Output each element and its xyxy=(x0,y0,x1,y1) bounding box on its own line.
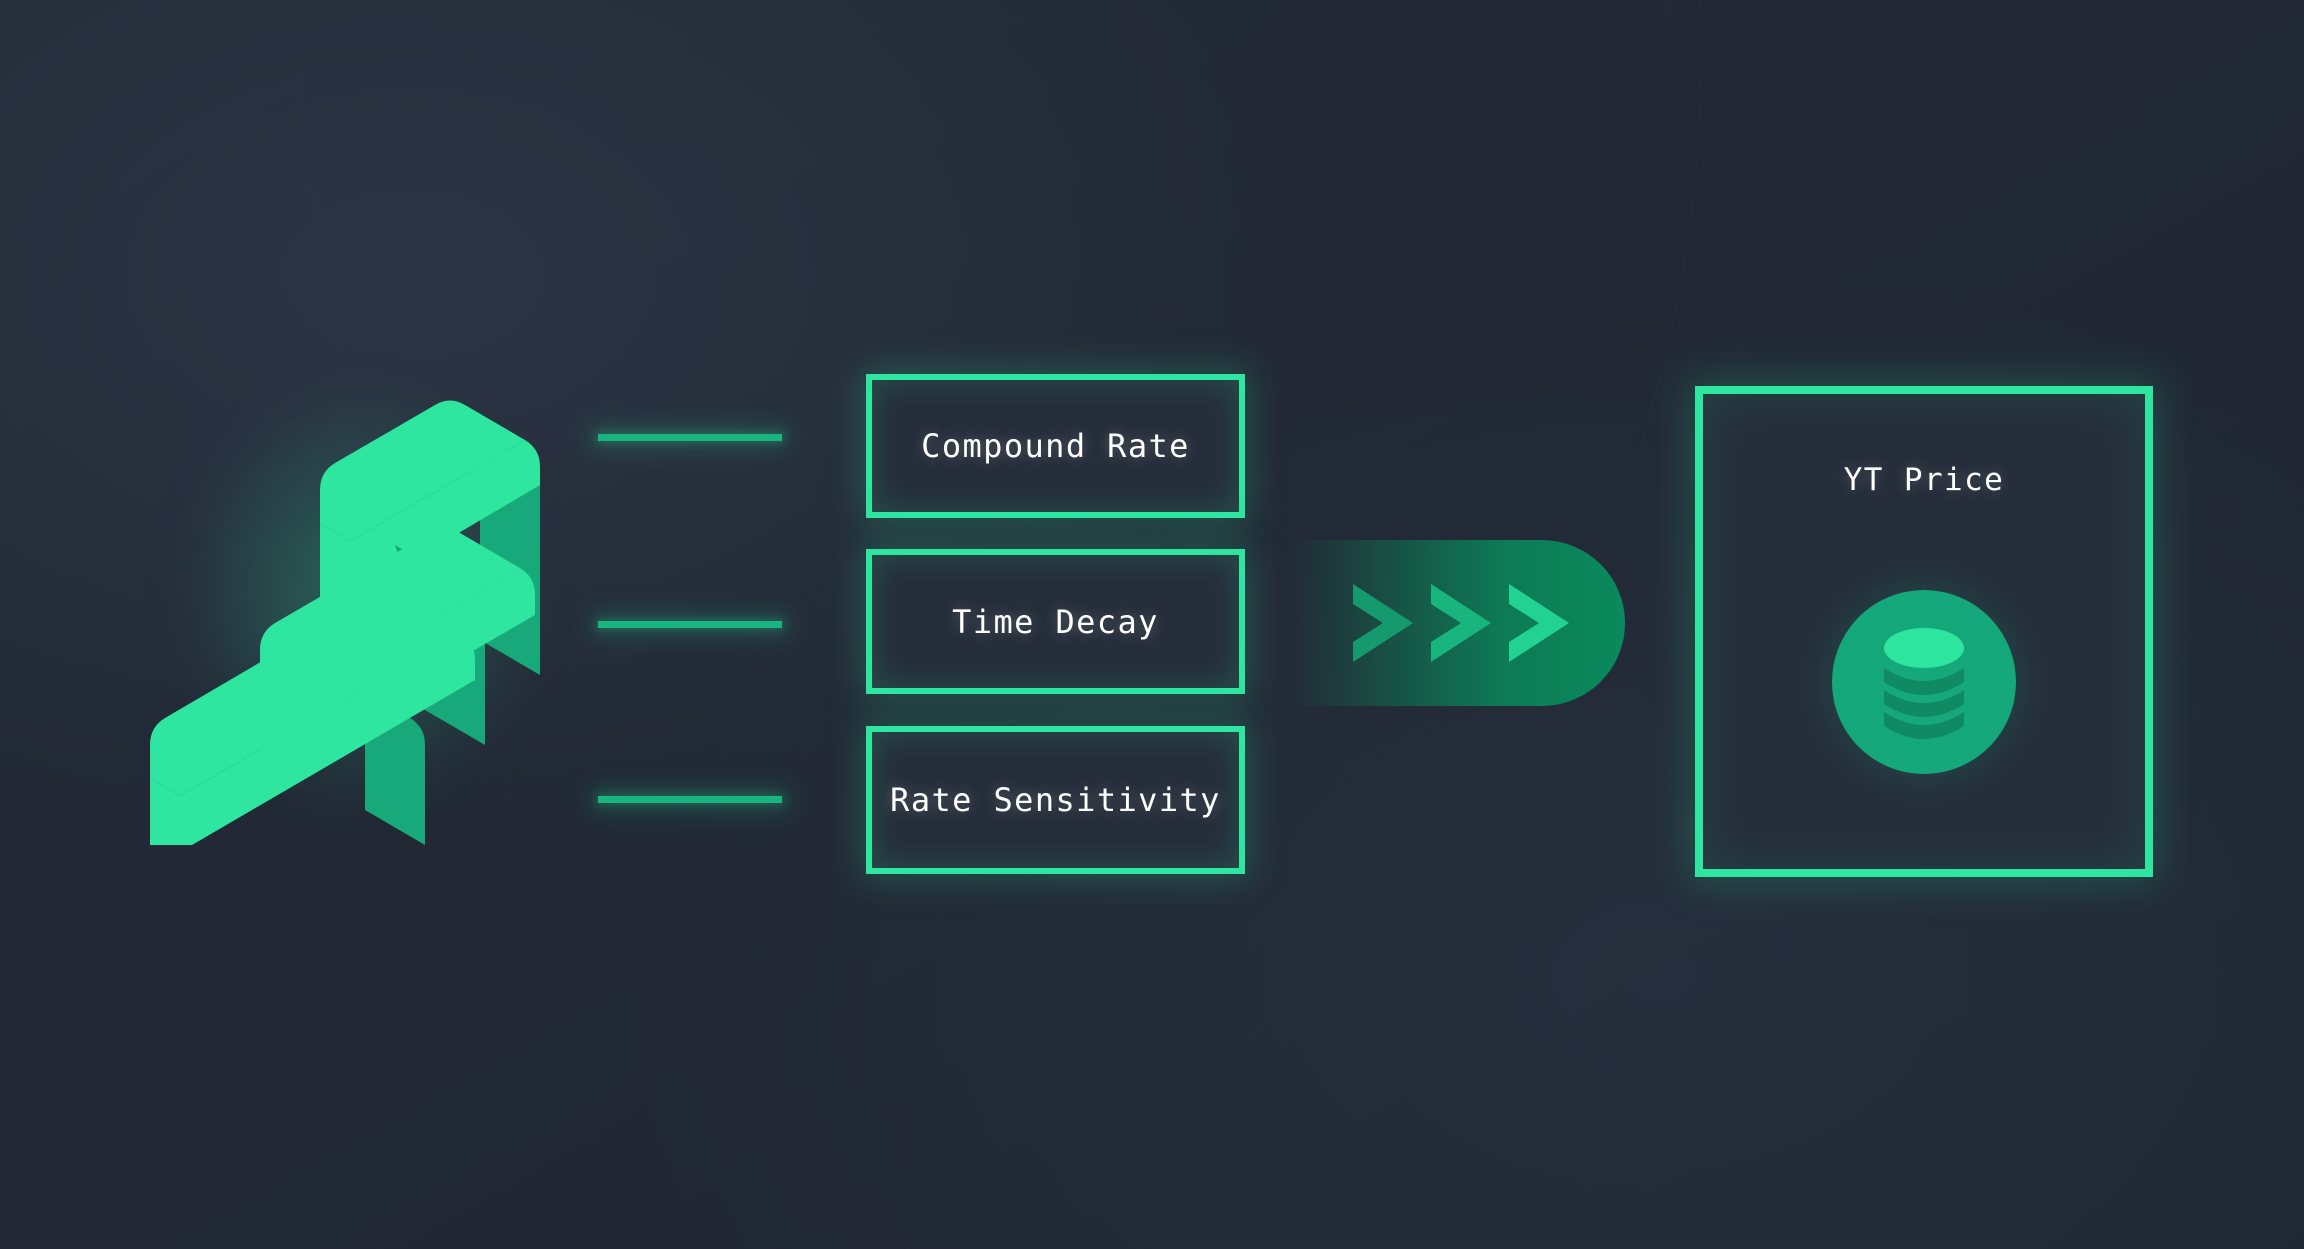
coin-stack-icon xyxy=(1806,564,2042,800)
yt-price-label: YT Price xyxy=(1843,462,2005,498)
factor-box-time-decay[interactable]: Time Decay xyxy=(866,549,1245,694)
factor-label: Time Decay xyxy=(952,602,1159,641)
factor-label: Compound Rate xyxy=(921,427,1190,465)
coin-stack-glyph xyxy=(1832,590,2016,774)
compound-logo xyxy=(150,345,570,845)
chevron-right-icon xyxy=(1431,584,1491,662)
compound-logo-icon xyxy=(150,400,540,845)
connector-line-2 xyxy=(598,621,782,628)
connector-line-3 xyxy=(598,796,782,803)
factor-box-compound-rate[interactable]: Compound Rate xyxy=(866,374,1245,518)
factor-box-rate-sensitivity[interactable]: Rate Sensitivity xyxy=(866,726,1245,874)
chevron-right-icon xyxy=(1353,584,1413,662)
yt-price-panel[interactable]: YT Price xyxy=(1695,386,2153,877)
connector-line-1 xyxy=(598,434,782,441)
chevron-right-icon xyxy=(1509,584,1569,662)
flow-arrow-pill xyxy=(1297,540,1625,706)
factor-label: Rate Sensitivity xyxy=(890,781,1221,819)
